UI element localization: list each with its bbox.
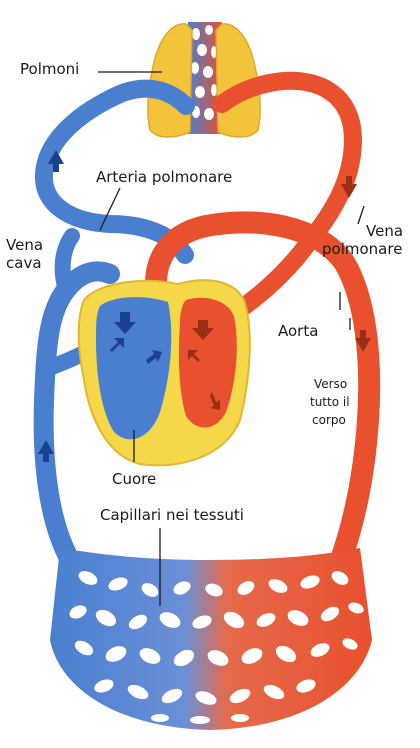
label-body-line2: tutto il xyxy=(310,394,350,410)
label-pulmonary-artery: Arteria polmonare xyxy=(96,168,232,186)
vena-cava-upper-vessel xyxy=(63,236,72,290)
label-vena-cava-line1: Vena xyxy=(6,236,43,254)
label-heart: Cuore xyxy=(112,470,156,488)
label-lungs: Polmoni xyxy=(20,60,79,78)
label-pulmonary-vein-line2: polmonare xyxy=(322,240,402,258)
label-body-line3: corpo xyxy=(312,412,346,428)
label-capillaries: Capillari nei tessuti xyxy=(100,506,244,524)
label-body-line1: Verso xyxy=(314,376,347,392)
label-vena-cava-line2: cava xyxy=(6,254,42,272)
tissue-capillaries xyxy=(50,548,372,730)
label-aorta: Aorta xyxy=(278,322,318,340)
heart xyxy=(79,280,250,465)
label-pulmonary-vein-line1: Vena xyxy=(366,222,403,240)
